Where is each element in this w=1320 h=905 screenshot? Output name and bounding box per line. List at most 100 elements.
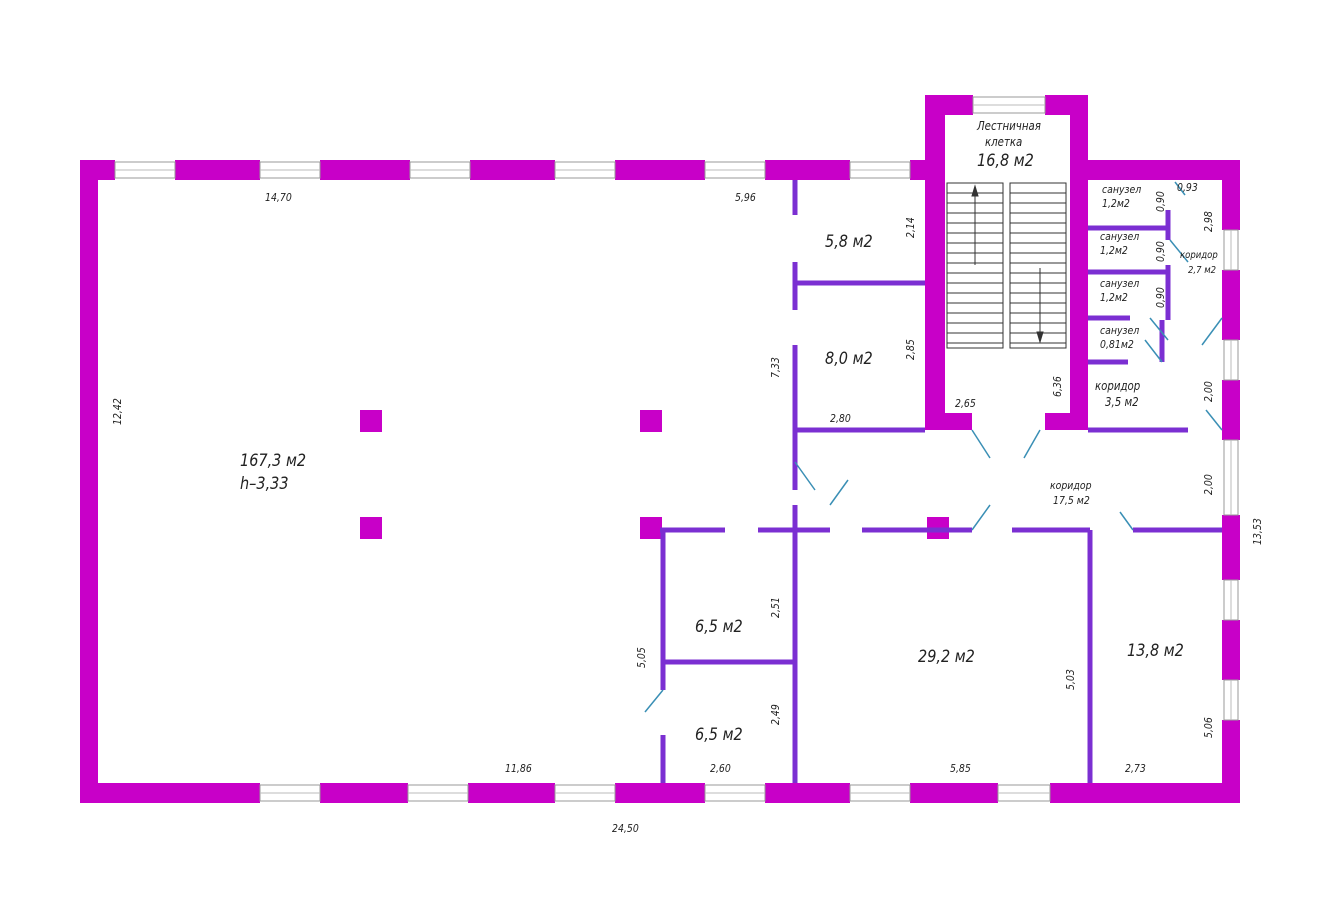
wall-segment: [765, 160, 850, 180]
dimension: 2,98: [1202, 211, 1215, 232]
dimension: 0,90: [1154, 241, 1167, 262]
room-area: 5,8 м2: [825, 232, 873, 252]
dimension: 0,90: [1154, 287, 1167, 308]
door-swing: [1174, 181, 1186, 196]
wc-area: 1,2м2: [1100, 291, 1128, 304]
dimension: 0,90: [1154, 191, 1167, 212]
wall-segment: [1088, 160, 1240, 180]
arrow-head: [1036, 331, 1044, 344]
door-swing: [1023, 429, 1041, 459]
wall-segment: [320, 160, 410, 180]
door-swing: [1205, 409, 1223, 431]
stair-flight: [946, 182, 1004, 349]
wc-name: санузел: [1102, 183, 1142, 196]
staircase-area: 16,8 м2: [977, 151, 1034, 171]
wc-area: 0,81м2: [1100, 338, 1134, 351]
wall-segment: [1222, 720, 1240, 803]
room-area: 6,5 м2: [695, 617, 743, 637]
dimension: 5,06: [1202, 717, 1215, 738]
dimension: 24,50: [612, 822, 639, 835]
door-swing: [1201, 317, 1223, 346]
door-swing: [971, 504, 991, 531]
wall-segment: [910, 783, 998, 803]
wall-segment: [1050, 783, 1240, 803]
dimension: 11,86: [505, 762, 532, 775]
wall-segment: [80, 783, 260, 803]
wall-segment: [1222, 515, 1240, 580]
wc-name: санузел: [1100, 277, 1140, 290]
wall-segment: [945, 413, 972, 430]
main-hall-area: 167,3 м2: [240, 451, 307, 471]
wall-segment: [640, 517, 662, 539]
room-area: 29,2 м2: [918, 647, 975, 667]
wall-segment: [1222, 620, 1240, 680]
dimension: 5,96: [735, 191, 756, 204]
room-area: 6,5 м2: [695, 725, 743, 745]
wall-segment: [1222, 160, 1240, 230]
wall-segment: [1070, 95, 1088, 430]
wall-segment: [925, 95, 945, 430]
wc-area: 1,2м2: [1100, 244, 1128, 257]
wall-segment: [360, 410, 382, 432]
door-swing: [794, 461, 816, 491]
wall-segment: [925, 95, 973, 115]
door-swing: [829, 479, 849, 506]
corridor-area: 2,7 м2: [1188, 265, 1217, 276]
dimension: 2,65: [955, 397, 976, 410]
door-swing: [1144, 339, 1163, 363]
dimension: 2,00: [1202, 474, 1215, 495]
staircase-flights: [946, 182, 1067, 349]
door-swing: [1169, 239, 1189, 263]
staircase-name-2: клетка: [985, 135, 1023, 149]
wall-segment: [175, 160, 260, 180]
arrow-head: [971, 184, 979, 197]
corridor-name: коридор: [1180, 250, 1218, 261]
dimension: 2,80: [830, 412, 851, 425]
partitions: [660, 180, 1222, 783]
door-swing: [1149, 317, 1169, 341]
dimension: 2,00: [1202, 381, 1215, 402]
wall-segment: [640, 410, 662, 432]
corridor-area: 17,5 м2: [1053, 494, 1090, 507]
dimension: 5,05: [635, 647, 648, 668]
wall-segment: [615, 783, 705, 803]
dimension: 6,36: [1051, 376, 1064, 397]
wall-segment: [468, 783, 555, 803]
dimension: 2,73: [1125, 762, 1146, 775]
wall-segment: [80, 160, 98, 803]
corridor-area: 3,5 м2: [1105, 395, 1139, 409]
wall-segment: [765, 783, 850, 803]
dimension: 5,85: [950, 762, 971, 775]
door-swing: [1119, 511, 1134, 531]
door-swing: [971, 429, 991, 459]
dimension: 2,51: [769, 597, 782, 618]
dimension: 12,42: [111, 398, 124, 425]
windows: [114, 96, 1239, 802]
wall-segment: [1222, 270, 1240, 340]
wc-name: санузел: [1100, 324, 1140, 337]
room-area: 13,8 м2: [1127, 641, 1184, 661]
corridor-name: коридор: [1095, 379, 1141, 393]
wc-name: санузел: [1100, 230, 1140, 243]
dimension: 14,70: [265, 191, 292, 204]
doors: [644, 181, 1223, 713]
main-hall-height: h–3,33: [240, 474, 289, 494]
corridor-name: коридор: [1050, 479, 1092, 492]
dimension: 13,53: [1251, 518, 1264, 545]
wall-segment: [615, 160, 705, 180]
dimension: 5,03: [1064, 669, 1077, 690]
stair-flight: [1009, 182, 1067, 349]
door-swing: [644, 689, 664, 713]
dimension: 2,85: [904, 339, 917, 360]
wall-segment: [320, 783, 408, 803]
dimension: 2,60: [710, 762, 731, 775]
dimension: 0,93: [1177, 181, 1198, 194]
wall-segment: [1045, 413, 1070, 430]
dimension: 2,14: [904, 217, 917, 238]
wall-segment: [360, 517, 382, 539]
dimension: 7,33: [769, 357, 782, 378]
wall-segment: [1222, 380, 1240, 440]
room-area: 8,0 м2: [825, 349, 873, 369]
staircase-name-1: Лестничная: [977, 119, 1041, 133]
